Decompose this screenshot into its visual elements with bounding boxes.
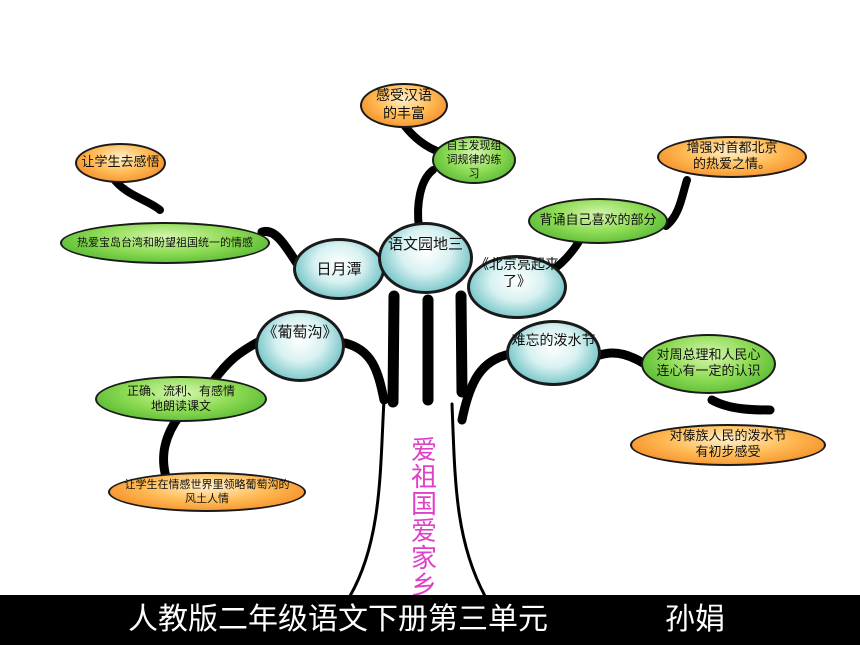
branch-zhengque-lingue	[159, 410, 185, 482]
leaf-zhengque: 正确、流利、有感情地朗读课文	[95, 376, 267, 422]
trunk-label: 爱祖国爱家乡	[410, 436, 437, 601]
footer-author: 孙娟	[665, 602, 725, 637]
leaf-dui-zhou: 对周总理和人民心连心有一定的认识	[641, 334, 776, 394]
branch-ganshou	[400, 121, 444, 156]
leaf-rang-lingue: 让学生在情感世界里领略葡萄沟的风土人情	[108, 472, 306, 512]
topic-label: 《葡萄沟》	[262, 322, 338, 341]
leaf-dui-daizu: 对傣族人民的泼水节有初步感受	[630, 424, 826, 466]
leaf-rang-xuesheng: 让学生去感悟	[75, 143, 166, 183]
topic-label: 日月潭	[316, 259, 362, 278]
branch-putaogou-zhengque	[207, 337, 263, 388]
footer-bar: 人教版二年级语文下册第三单元 孙娟	[0, 595, 860, 645]
branch-putaogou-left	[340, 338, 389, 405]
topic-label: 《北京亮起来了》	[475, 256, 559, 291]
leaf-re-ai-baodao: 热爱宝岛台湾和盼望祖国统一的情感	[60, 222, 270, 264]
leaf-zengqiang: 增强对首都北京的热爱之情。	[657, 136, 807, 178]
topic-yuwen-yuandi: 语文园地三	[378, 222, 473, 294]
leaf-beisong: 背诵自己喜欢的部分	[528, 198, 668, 244]
leaf-zizhu-faxian: 自主发现组词规律的练习	[432, 136, 516, 184]
trunk-left-edge	[348, 398, 386, 598]
topic-label: 难忘的泼水节	[511, 333, 596, 350]
branch-yuwen-ganshou	[414, 166, 437, 232]
footer-title: 人教版二年级语文下册第三单元	[128, 602, 548, 637]
branch-zhou-daizu	[707, 395, 775, 415]
leaf-ganshou-hanyu: 感受汉语的丰富	[360, 83, 448, 128]
trunk-bar-1	[387, 290, 400, 408]
topic-putaogou: 《葡萄沟》	[255, 310, 345, 382]
branch-beisong-zengqiang	[662, 176, 691, 230]
topic-label: 语文园地三	[387, 234, 463, 253]
trunk-bar-3	[455, 290, 468, 398]
topic-riyuetan: 日月潭	[293, 238, 385, 300]
branch-poshuijie-zhou	[595, 348, 648, 368]
branch-poshuijie-left	[457, 349, 515, 425]
branch-riyuetan-relingue	[257, 226, 301, 267]
topic-beijing: 《北京亮起来了》	[467, 255, 567, 319]
trunk-right-edge	[450, 402, 487, 598]
topic-poshuijie: 难忘的泼水节	[506, 320, 601, 386]
